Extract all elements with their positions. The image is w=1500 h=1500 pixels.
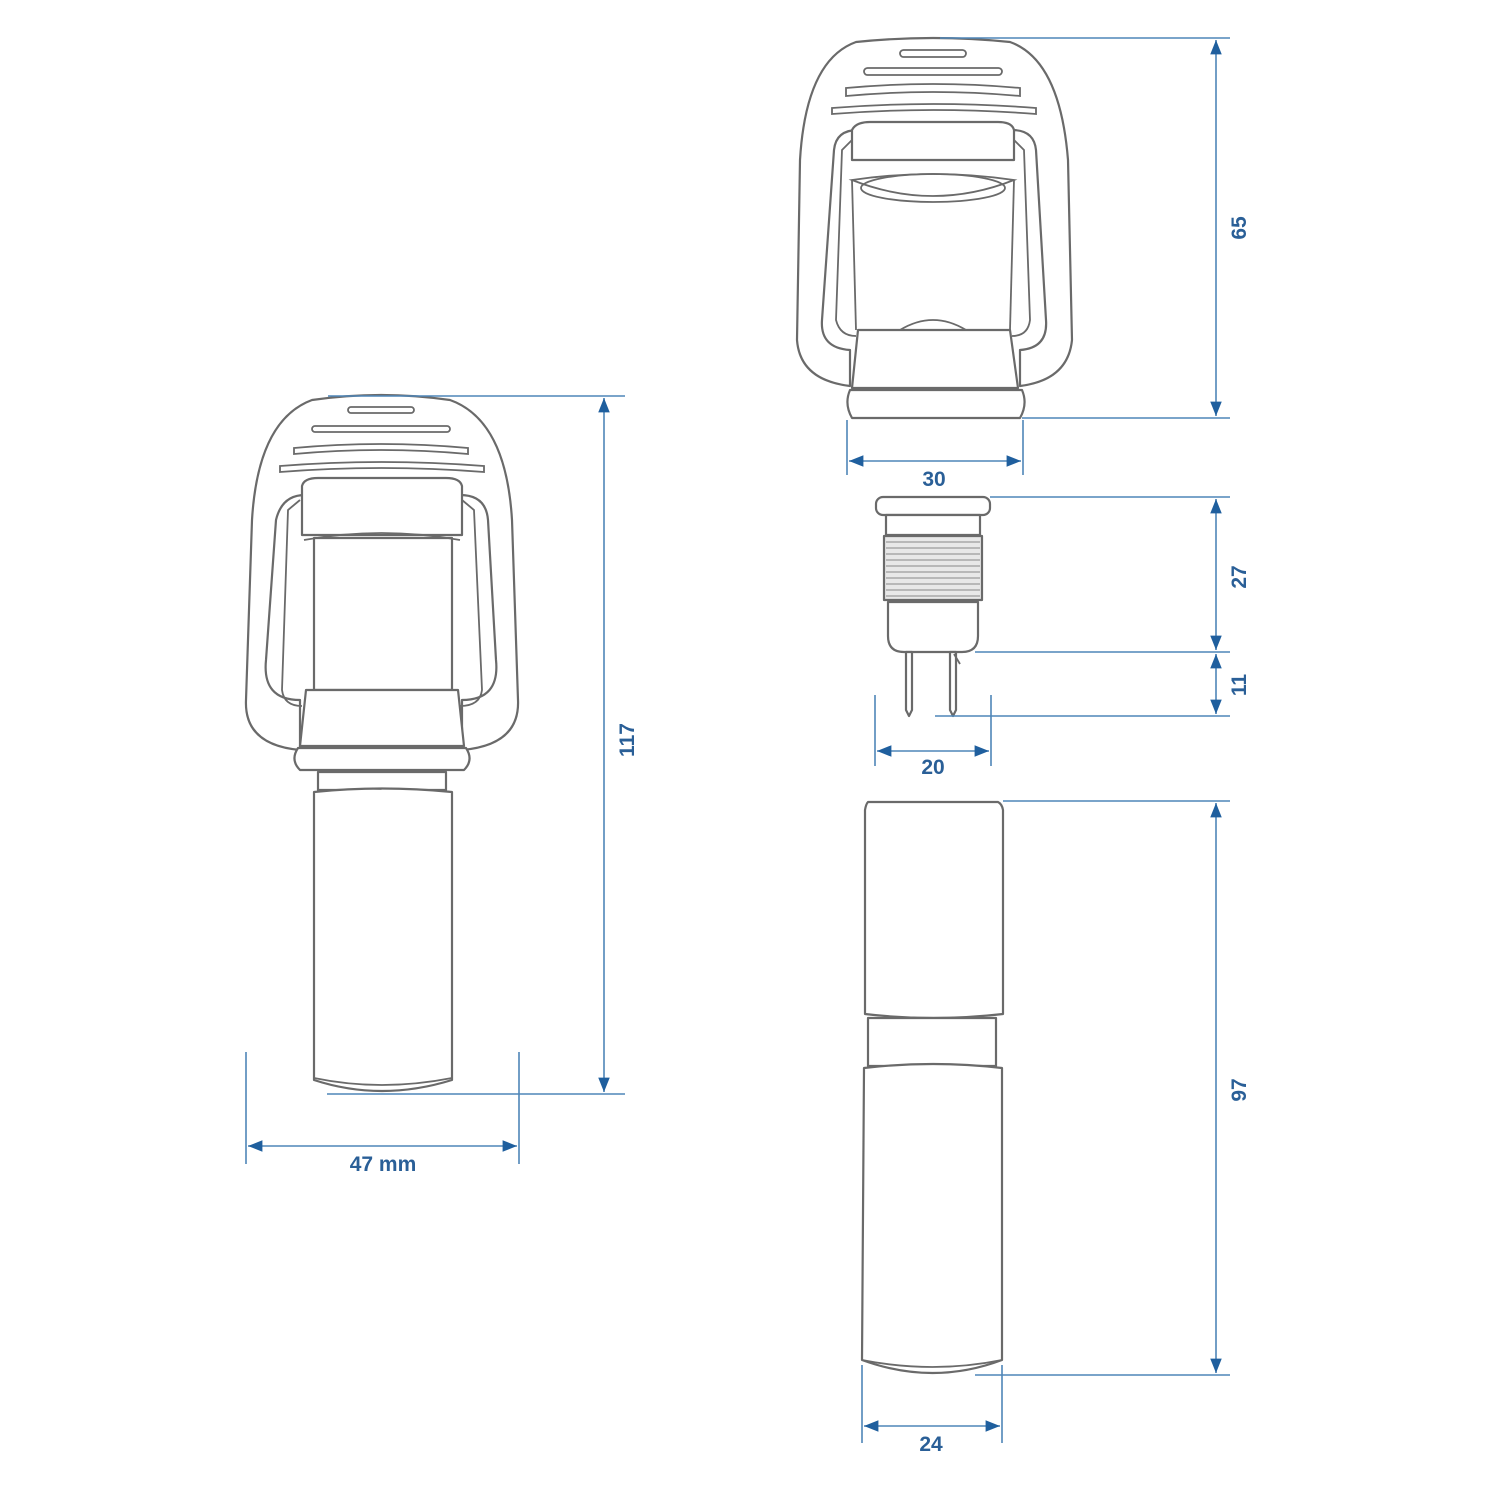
dim-label-65: 65: [1228, 216, 1251, 240]
dim-label-24: 24: [919, 1433, 943, 1456]
dim-label-20: 20: [921, 756, 944, 779]
dim-label-27: 27: [1228, 565, 1251, 588]
dimension-117: 117: [327, 395, 639, 1095]
dimension-65: 65: [940, 37, 1251, 419]
dimension-30: 30: [846, 420, 1024, 491]
socket-view: [874, 495, 992, 718]
dim-label-97: 97: [1228, 1078, 1251, 1101]
socket-thread: [886, 541, 980, 597]
dimension-24: 24: [861, 1365, 1003, 1456]
dim-label-47mm: 47 mm: [350, 1153, 417, 1176]
dim-label-11: 11: [1228, 674, 1251, 697]
dim-label-117: 117: [616, 723, 639, 757]
dimension-11: 11: [935, 654, 1251, 717]
assembled-mount-view: [244, 393, 520, 1093]
dimension-47mm: 47 mm: [245, 1052, 520, 1176]
cap-view: [795, 36, 1074, 420]
tube-view: [860, 800, 1005, 1375]
dim-label-30: 30: [922, 468, 945, 491]
dimension-97: 97: [975, 800, 1251, 1376]
dimension-27: 27: [975, 496, 1251, 653]
dimension-20: 20: [874, 695, 992, 779]
